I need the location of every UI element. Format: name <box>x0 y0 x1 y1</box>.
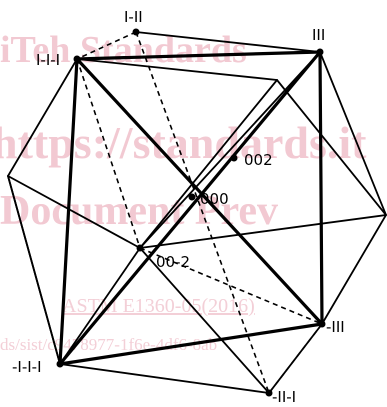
bold-edge <box>75 57 324 326</box>
edge <box>7 175 61 365</box>
dashed-edge <box>135 31 270 394</box>
label-neg-ii-i: -II-I <box>272 388 296 406</box>
vertex-dot <box>73 55 81 63</box>
label-iii: III <box>312 26 325 44</box>
front-edges <box>58 50 324 366</box>
edge <box>139 79 278 249</box>
edge <box>59 247 141 365</box>
vertex-dot <box>56 360 64 368</box>
edge <box>139 214 387 249</box>
dashed-edge <box>76 58 141 249</box>
label-neg-iii: -III <box>326 318 345 336</box>
vertex-dot <box>188 193 196 201</box>
dashed-edge <box>76 31 137 60</box>
edge <box>139 51 321 249</box>
label-00-2: 00-2 <box>156 253 190 271</box>
edge <box>135 31 321 53</box>
dashed-edges <box>76 31 323 394</box>
label-000: 000 <box>200 190 229 208</box>
edge <box>139 247 270 394</box>
watermark: iTeh Standards https://standards.it Docu… <box>0 29 367 354</box>
label-neg-i-i-i: -I-I-I <box>12 358 42 376</box>
edge <box>7 58 78 177</box>
edge <box>321 214 387 325</box>
label-002: 002 <box>244 151 273 169</box>
watermark-line-4: ASTM E1360-05(2016) <box>62 295 255 317</box>
vertex-labels: I-II III I-I-I 002 000 00-2 -III -I-I-I … <box>12 8 345 406</box>
inner-edges <box>7 51 387 394</box>
vertex-dot <box>136 244 144 252</box>
vertex-dot <box>316 48 324 56</box>
label-i-i-i: I-I-I <box>36 51 60 69</box>
label-i-ii: I-II <box>124 8 143 26</box>
dashed-edge <box>139 247 323 325</box>
vertex-dot <box>230 154 238 162</box>
bold-edge <box>58 50 322 366</box>
bold-edge <box>58 322 324 366</box>
bold-edge <box>318 50 324 326</box>
edge <box>59 363 270 394</box>
vertex-dot <box>318 320 326 328</box>
edge <box>319 51 387 216</box>
edge <box>276 79 387 216</box>
vertex-dot <box>265 389 273 397</box>
edge <box>7 175 141 249</box>
vertex-dot <box>132 28 140 36</box>
bold-edge <box>75 50 322 61</box>
vertices <box>56 28 326 397</box>
dashed-edge <box>268 323 323 394</box>
edge <box>76 58 278 81</box>
bold-edge <box>58 57 79 366</box>
